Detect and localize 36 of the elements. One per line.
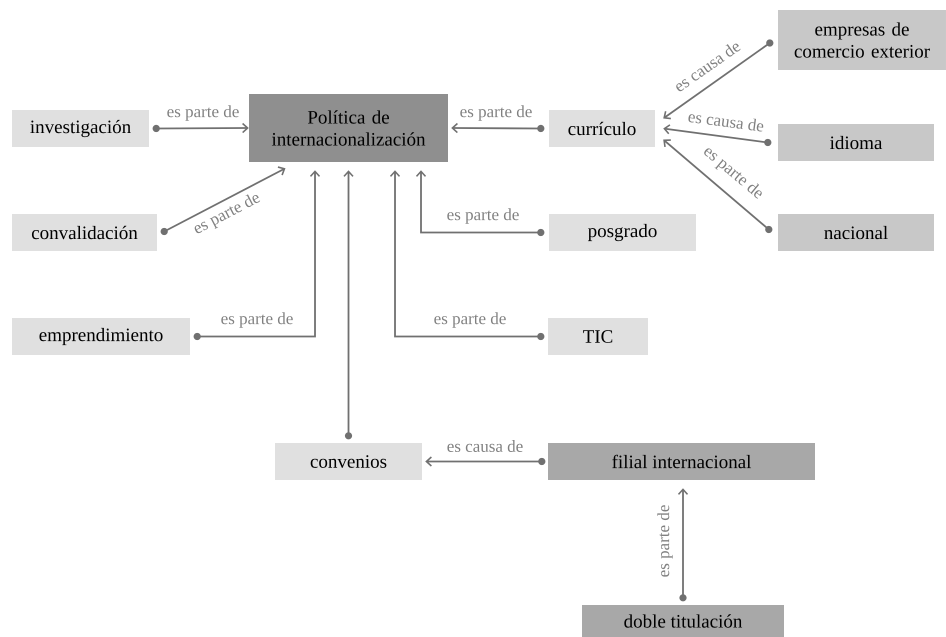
- concept-box: empresas de comercio exterior: [778, 10, 946, 70]
- edge-label: es parte de: [190, 189, 264, 239]
- concept-box: convenios: [275, 443, 422, 480]
- concept-box: currículo: [549, 110, 655, 147]
- concept-box: idioma: [778, 124, 934, 161]
- edge-label: es parte de: [220, 311, 294, 329]
- concept-box: Política de internacionalización: [249, 94, 448, 162]
- edge-label: es causa de: [686, 108, 766, 134]
- edge-label: es causa de: [446, 439, 524, 453]
- concept-box: convalidación: [12, 214, 157, 251]
- concept-box: doble titulación: [582, 605, 784, 637]
- concept-box: TIC: [548, 318, 648, 355]
- edge-label: es parte de: [432, 311, 508, 329]
- concept-box: investigación: [12, 110, 149, 147]
- arrow: [451, 122, 544, 134]
- arrow: [678, 488, 688, 602]
- edge-label: es parte de: [698, 142, 768, 204]
- arrow: [152, 122, 249, 134]
- arrow: [343, 170, 354, 440]
- edge-label: es parte de: [446, 207, 520, 225]
- concept-box: emprendimiento: [12, 318, 190, 355]
- edge-label: es parte de: [458, 104, 534, 122]
- arrow: [160, 166, 286, 236]
- edge-label: es parte de: [166, 104, 240, 122]
- arrow: [425, 456, 546, 467]
- concept-box: posgrado: [549, 214, 696, 251]
- arrow: [194, 170, 320, 340]
- concept-box: nacional: [778, 214, 934, 251]
- arrow: [663, 124, 772, 146]
- edge-label: es causa de: [670, 38, 744, 94]
- arrow: [663, 139, 772, 234]
- arrow: [390, 170, 544, 340]
- arrow: [663, 39, 774, 120]
- arrow: [416, 170, 544, 236]
- concept-box: filial internacional: [548, 443, 815, 480]
- edge-label: es parte de: [656, 504, 674, 578]
